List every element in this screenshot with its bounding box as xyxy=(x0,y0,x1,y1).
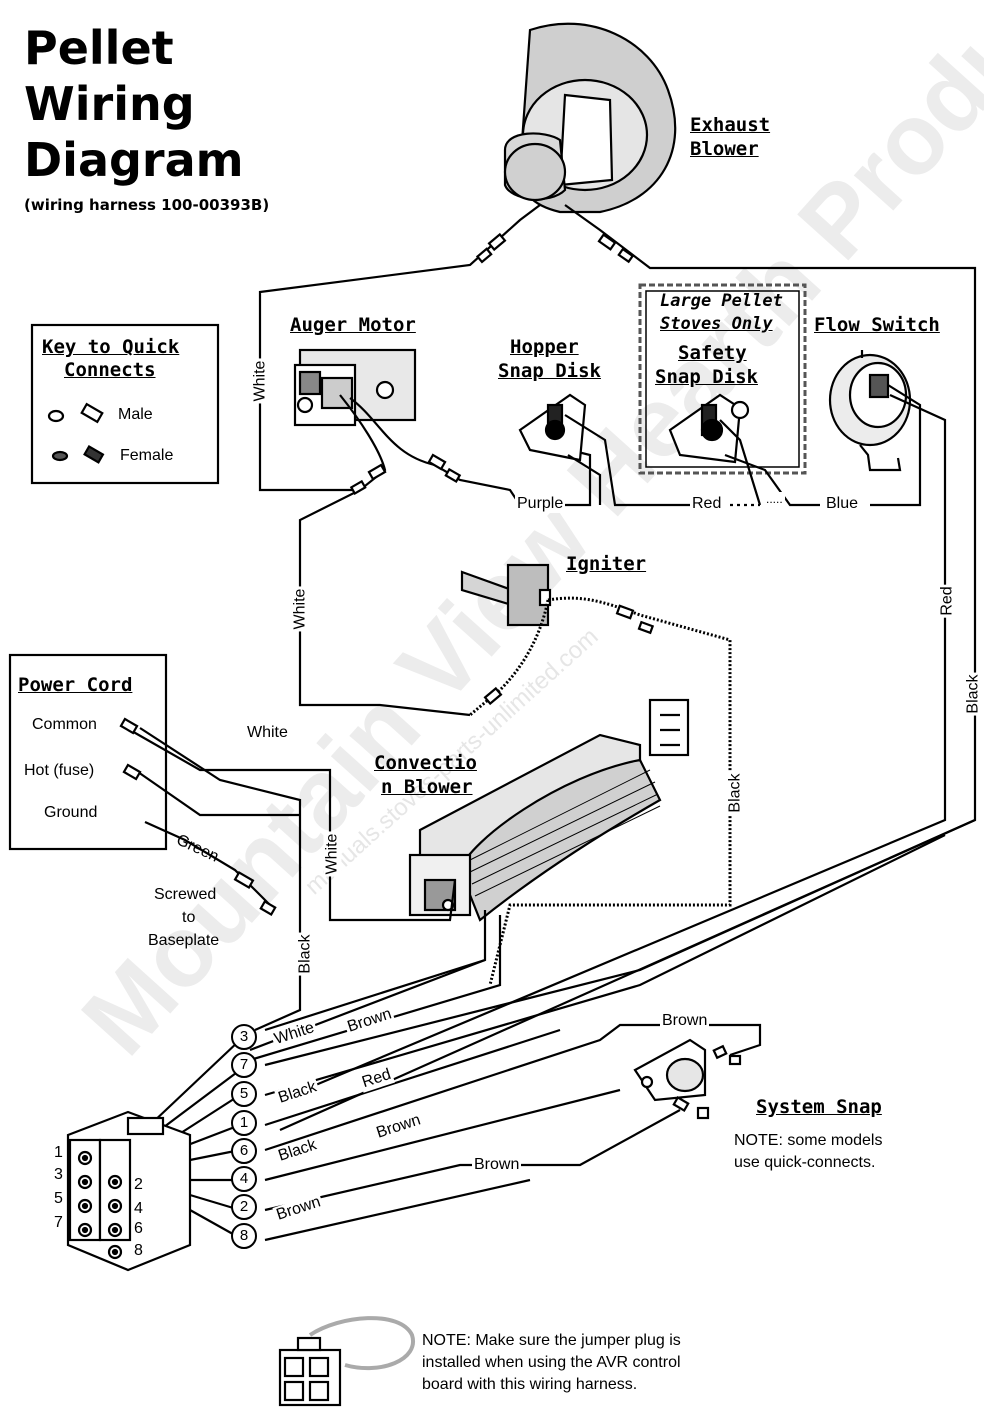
connector-pin-3: 3 xyxy=(54,1166,63,1183)
wire-label-brown-top: Brown xyxy=(660,1012,710,1030)
exhaust-blower-label-2: Blower xyxy=(690,138,759,160)
harness-pin-6: 6 xyxy=(231,1138,257,1164)
convection-blower-label-2: n Blower xyxy=(381,776,473,798)
exhaust-blower-label-1: Exhaust xyxy=(690,114,771,136)
wire-label-white-auger: White xyxy=(291,586,310,632)
wire-label-black-igniter: Black xyxy=(726,771,745,815)
exhaust-blower-drawing xyxy=(503,22,677,214)
connector-pin-8: 8 xyxy=(134,1242,143,1259)
flow-switch-label: Flow Switch xyxy=(814,314,940,336)
wire-label-red-snap: Red xyxy=(690,495,724,513)
key-title-1: Key to Quick xyxy=(42,336,180,358)
harness-pin-3: 3 xyxy=(231,1024,257,1050)
jumper-plug-drawing xyxy=(278,1316,416,1407)
key-female-label: Female xyxy=(120,447,174,464)
key-title-2: Connects xyxy=(64,359,156,381)
wire-label-white-power: White xyxy=(245,724,290,742)
hopper-snap-disk-label-2: Snap Disk xyxy=(498,360,601,382)
jumper-note-3: board with this wiring harness. xyxy=(422,1376,638,1393)
system-snap-label: System Snap xyxy=(756,1096,882,1118)
auger-motor-drawing xyxy=(293,348,417,427)
flow-switch-drawing xyxy=(828,350,912,472)
safety-snap-disk-drawing xyxy=(668,393,750,464)
convection-blower-drawing xyxy=(408,698,690,922)
wire-label-white-exhaust: White xyxy=(251,358,270,404)
jumper-note-2: installed when using the AVR control xyxy=(422,1354,681,1371)
igniter-label: Igniter xyxy=(566,553,647,575)
screwed-note-1: Screwed xyxy=(154,886,217,903)
connector-pin-7: 7 xyxy=(54,1214,63,1231)
connector-pin-5: 5 xyxy=(54,1190,63,1207)
jumper-note-1: NOTE: Make sure the jumper plug is xyxy=(422,1332,681,1349)
large-pellet-note-2: Stoves Only xyxy=(660,314,773,334)
wire-label-brown-bottom: Brown xyxy=(472,1156,522,1174)
hopper-snap-disk-label-1: Hopper xyxy=(510,336,579,358)
key-icons xyxy=(47,402,105,464)
system-snap-drawing xyxy=(633,1038,742,1120)
wire-label-dots: ..... xyxy=(764,492,785,506)
convection-blower-label-1: Convectio xyxy=(374,752,477,774)
wire-label-white-convection: White xyxy=(323,831,342,877)
hopper-snap-disk-drawing xyxy=(518,393,587,462)
auger-motor-label: Auger Motor xyxy=(290,314,416,336)
harness-pin-7: 7 xyxy=(231,1052,257,1078)
title-line-1: Pellet xyxy=(24,21,174,75)
connector-pin-4: 4 xyxy=(134,1200,143,1217)
wire-label-blue: Blue xyxy=(824,495,861,513)
connector-pin-6: 6 xyxy=(134,1220,143,1237)
igniter-drawing xyxy=(460,563,552,627)
harness-pin-1: 1 xyxy=(231,1110,257,1136)
power-cord-common: Common xyxy=(32,716,97,733)
key-male-label: Male xyxy=(118,406,153,423)
system-snap-note-2: use quick-connects. xyxy=(734,1154,876,1171)
screwed-note-3: Baseplate xyxy=(148,932,220,949)
wire-label-black-hot: Black xyxy=(296,932,315,976)
safety-snap-disk-label-1: Safety xyxy=(678,342,747,364)
power-cord-hot: Hot (fuse) xyxy=(24,762,95,779)
harness-pin-5: 5 xyxy=(231,1081,257,1107)
power-cord-title: Power Cord xyxy=(18,674,133,696)
connector-pin-2: 2 xyxy=(134,1176,143,1193)
subtitle: (wiring harness 100-00393B) xyxy=(24,196,270,214)
wire-label-red-flow: Red xyxy=(938,584,957,618)
connector-pin-1: 1 xyxy=(54,1144,63,1161)
harness-pin-4: 4 xyxy=(231,1166,257,1192)
screwed-note-2: to xyxy=(182,909,196,926)
safety-snap-disk-label-2: Snap Disk xyxy=(655,366,758,388)
connector-block-drawing xyxy=(66,1110,192,1272)
system-snap-note-1: NOTE: some models xyxy=(734,1132,883,1149)
power-cord-ground: Ground xyxy=(44,804,98,821)
harness-pin-2: 2 xyxy=(231,1194,257,1220)
large-pellet-note-1: Large Pellet xyxy=(660,291,783,311)
title-line-3: Diagram xyxy=(24,133,244,187)
wire-label-purple: Purple xyxy=(515,495,566,513)
title-line-2: Wiring xyxy=(24,77,195,131)
wire-label-black-flow: Black xyxy=(964,672,983,716)
harness-pin-8: 8 xyxy=(231,1223,257,1249)
